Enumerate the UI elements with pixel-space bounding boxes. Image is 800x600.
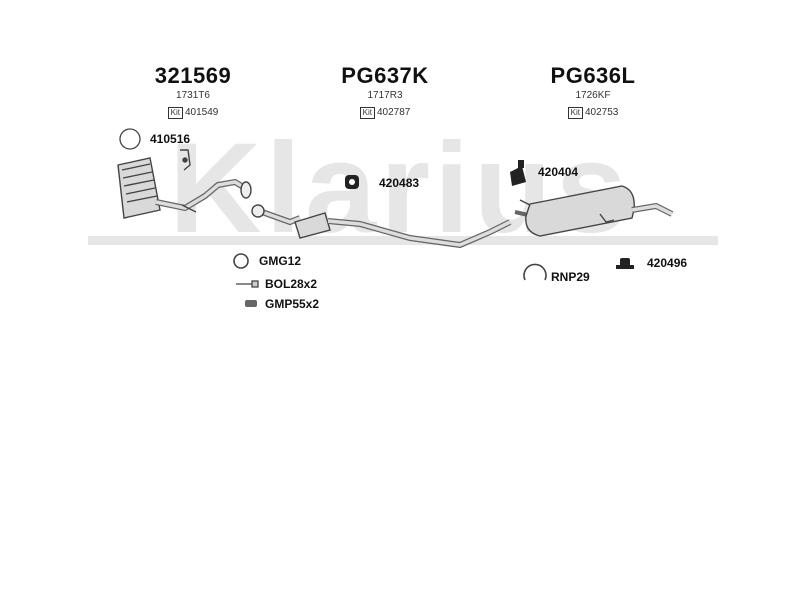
catalytic-converter-section: [117, 149, 252, 219]
rubber-mount-top-right-icon: [510, 160, 526, 186]
center-pipe-section: [251, 204, 512, 249]
callout-gasket-ring: 410516: [150, 132, 191, 146]
part-number: PG637K: [341, 63, 429, 88]
kit-line: Kit 402787: [359, 107, 411, 119]
part-header-rear-muffler: PG636L 1726KF Kit 402753: [508, 64, 678, 120]
oe-reference: 1731T6: [176, 90, 210, 101]
kit-number: 402753: [584, 107, 619, 118]
kit-badge: Kit: [567, 107, 583, 119]
part-number: PG636L: [550, 63, 636, 88]
kit-number: 402787: [376, 107, 411, 118]
clamp-icon: [245, 300, 257, 307]
callout-ring-clamp: RNP29: [551, 270, 590, 284]
kit-badge: Kit: [359, 107, 375, 119]
kit-number: 401549: [184, 107, 219, 118]
rear-muffler-section: [514, 185, 674, 237]
part-number: 321569: [154, 63, 232, 88]
ring-clamp-icon: [523, 263, 547, 281]
bolt-icon: [236, 280, 259, 288]
gasket-ring-icon: [119, 128, 141, 150]
callout-clamp: GMP55x2: [265, 297, 320, 311]
gasket-icon: [233, 253, 249, 269]
callout-rubber-mount-top-right: 420404: [538, 165, 579, 179]
bracket-right-icon: [616, 258, 634, 269]
callout-bracket-right: 420496: [647, 256, 688, 270]
rubber-mount-center-icon: [345, 175, 359, 189]
part-header-catalyst: 321569 1731T6 Kit 401549: [108, 64, 278, 120]
kit-line: Kit 401549: [167, 107, 219, 119]
oe-reference: 1726KF: [575, 90, 611, 101]
watermark-underline: [88, 236, 718, 245]
callout-gasket: GMG12: [259, 254, 302, 268]
callout-rubber-mount-center: 420483: [379, 176, 420, 190]
part-header-center-pipe: PG637K 1717R3 Kit 402787: [300, 64, 470, 120]
callout-bolt: BOL28x2: [265, 277, 318, 291]
kit-badge: Kit: [167, 107, 183, 119]
oe-reference: 1717R3: [367, 90, 403, 101]
kit-line: Kit 402753: [567, 107, 619, 119]
